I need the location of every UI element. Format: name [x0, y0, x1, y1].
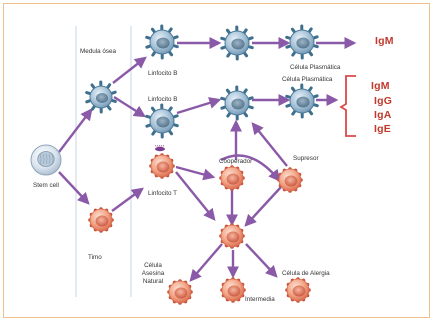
label-celula-alergia: Célula de Alergia	[282, 270, 330, 277]
allergy-cell	[285, 277, 311, 303]
precursor-b-cell	[85, 80, 117, 114]
arrow	[189, 243, 223, 282]
arrow	[111, 187, 144, 212]
igm-single-label: IgM	[375, 35, 394, 47]
bacterium-icon	[155, 144, 165, 152]
intermedia-cell	[220, 277, 246, 303]
arrow	[244, 186, 282, 227]
label-cooperador: Cooperador	[219, 158, 253, 165]
stem-cell	[30, 144, 62, 176]
arrow	[112, 56, 147, 84]
ig-label-ige: IgE	[374, 123, 391, 135]
label-asesina-line2: Asesina	[141, 270, 165, 277]
ig-label-igg: IgG	[374, 95, 393, 107]
cooperador-t-cell	[219, 165, 245, 191]
label-asesina-line3: Natural	[142, 278, 164, 285]
label-stem-cell: Stem cell	[33, 182, 59, 189]
linfocito-b-cell-mid	[145, 103, 179, 139]
label-intermedia: Intermedia	[245, 296, 275, 303]
arrow	[113, 95, 147, 118]
ig-label-igm: IgM	[371, 80, 390, 92]
cells	[30, 24, 319, 305]
label-celula-plasmatica-mid: Célula Plasmática	[282, 76, 333, 83]
arrows	[58, 37, 357, 282]
section-dividers	[75, 26, 132, 297]
central-t-cell	[219, 223, 245, 249]
linfocito-t-cell	[149, 153, 175, 179]
immunoglobulin-bracket	[339, 75, 356, 137]
plasma-cell-mid	[285, 83, 319, 119]
intermediate-b-cell-mid	[220, 85, 254, 121]
supresor-t-cell	[277, 167, 303, 193]
arrow	[175, 165, 216, 181]
label-celula-plasmatica-top: Célula Plasmática	[290, 64, 341, 71]
plasma-cell-top	[285, 24, 319, 60]
label-linfocito-b-mid: Linfocito B	[148, 96, 178, 103]
label-linfocito-t: Linfocito T	[148, 190, 177, 197]
arrow	[58, 171, 90, 205]
label-supresor: Supresor	[293, 155, 319, 162]
linfocito-b-cell-top	[145, 24, 179, 60]
ig-label-iga: IgA	[374, 109, 392, 121]
arrow	[176, 97, 222, 115]
label-linfocito-b-top: Linfocito B	[148, 70, 178, 77]
arrow	[175, 171, 216, 221]
label-medula-osea: Medula ósea	[80, 48, 117, 55]
label-timo: Timo	[88, 254, 102, 261]
arrow	[220, 154, 281, 182]
arrow	[245, 243, 278, 278]
intermediate-b-cell-top	[220, 25, 254, 61]
arrow	[58, 108, 93, 153]
arrow	[251, 122, 288, 167]
label-asesina-line1: Célula	[144, 262, 162, 269]
natural-killer-cell	[167, 279, 193, 305]
precursor-t-cell	[88, 207, 114, 233]
diagram-frame	[3, 3, 430, 318]
